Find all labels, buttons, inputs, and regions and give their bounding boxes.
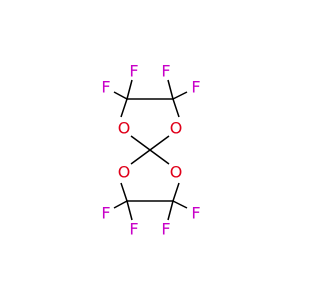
fluorine-atom-1: F <box>101 78 110 97</box>
fluorine-atom-4: F <box>191 78 200 97</box>
bond-c-f7 <box>167 200 174 221</box>
fluorine-atom-8: F <box>191 204 200 223</box>
fluorine-atom-2: F <box>129 62 138 81</box>
bond-group <box>113 79 188 221</box>
bond-o4-c <box>172 182 180 202</box>
bond-o3-c <box>120 182 128 202</box>
bond-c-o3 <box>130 149 151 165</box>
bond-c-f4 <box>172 91 188 100</box>
bond-c-o2 <box>149 135 170 151</box>
bond-c-f2 <box>126 79 133 100</box>
oxygen-atom-lower-right: O <box>170 163 183 182</box>
fluorine-atom-6: F <box>129 220 138 239</box>
oxygen-labels: O O O O <box>118 119 183 182</box>
fluorine-atom-3: F <box>161 62 170 81</box>
bond-c-f8 <box>172 200 188 209</box>
fluorine-labels: F F F F F F F F <box>101 62 200 239</box>
oxygen-atom-lower-left: O <box>118 163 131 182</box>
fluorine-atom-7: F <box>161 220 170 239</box>
fluorine-atom-5: F <box>101 204 110 223</box>
bond-c-o4 <box>149 149 170 165</box>
oxygen-atom-upper-left: O <box>118 119 131 138</box>
bond-c-f3 <box>167 79 174 100</box>
oxygen-atom-upper-right: O <box>170 119 183 138</box>
bond-c-o1 <box>130 135 151 151</box>
bond-o1-c <box>120 98 128 118</box>
bond-c-f6 <box>126 200 133 221</box>
molecule-structure: O O O O F F F F F F F F <box>101 62 200 239</box>
bond-c-f1 <box>113 91 128 100</box>
bond-o2-c <box>172 98 180 118</box>
bond-c-f5 <box>113 200 128 209</box>
